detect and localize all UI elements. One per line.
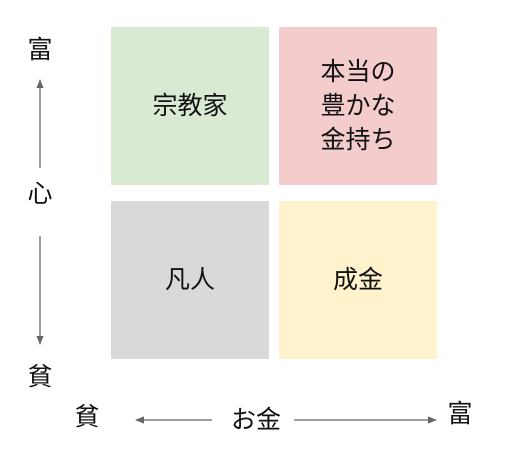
quadrant-nouveau-riche: 成金: [279, 201, 437, 359]
vertical-axis-top-label: 富: [27, 35, 53, 64]
vertical-axis-bottom-label: 貧: [27, 362, 53, 391]
quadrant-label: 成金: [332, 265, 383, 294]
quadrant-ordinary-person: 凡人: [111, 201, 269, 359]
quadrant-label: 凡人: [164, 265, 215, 294]
quadrant-religious-person: 宗教家: [111, 27, 269, 185]
quadrant-label-line-1: 本当の: [320, 57, 396, 86]
horizontal-axis-title: お金: [230, 405, 281, 434]
quadrant-label: 宗教家: [152, 91, 228, 120]
horizontal-axis-left-label: 貧: [74, 402, 100, 431]
quadrant-truly-rich: 本当の 豊かな 金持ち: [279, 27, 437, 185]
horizontal-axis-right-label: 富: [447, 399, 473, 428]
vertical-axis-title: 心: [27, 179, 53, 208]
quadrant-label-line-2: 豊かな: [320, 91, 396, 120]
quadrant-label-line-3: 金持ち: [320, 125, 396, 154]
